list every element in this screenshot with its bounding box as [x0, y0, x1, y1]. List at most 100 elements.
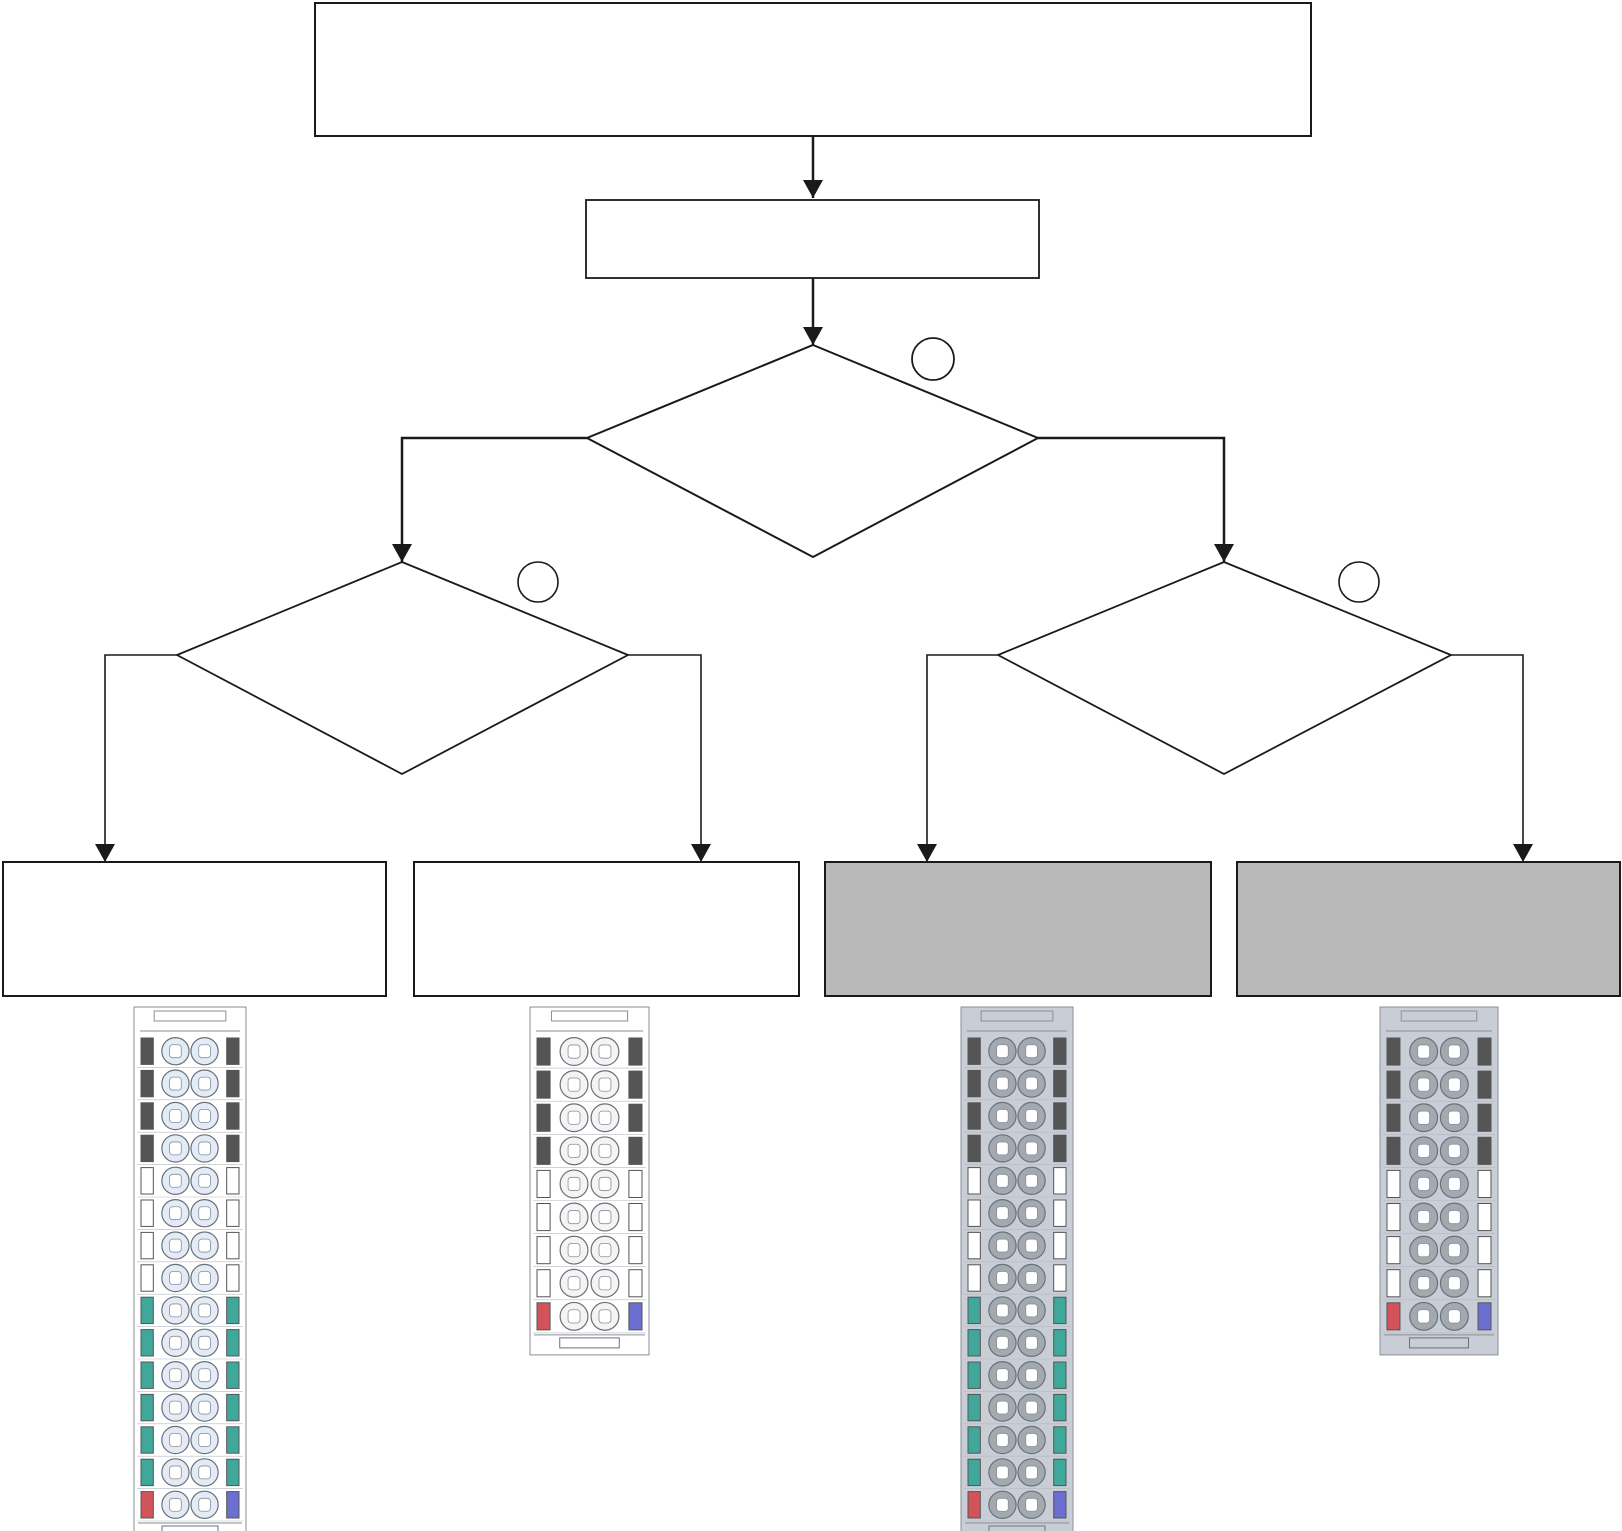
terminal-cell-slot	[1025, 1044, 1038, 1059]
terminal-cell-slot	[567, 1143, 581, 1158]
terminal-contact-left	[140, 1199, 154, 1227]
terminal-contact-right	[1053, 1426, 1067, 1454]
terminal-cell-slot	[996, 1141, 1009, 1156]
terminal-cell-slot	[567, 1243, 581, 1258]
terminal-cell-slot	[996, 1335, 1009, 1350]
terminal-cell-slot	[169, 1433, 182, 1447]
terminal-cell-slot	[996, 1465, 1009, 1480]
decision-main-marker-circle	[911, 337, 955, 381]
decision-right	[995, 561, 1454, 776]
terminal-cell-slot	[996, 1109, 1009, 1123]
terminal-cell-slot	[1417, 1243, 1431, 1258]
arrowhead-icon	[1214, 544, 1234, 562]
terminal-contact-right	[1053, 1458, 1067, 1487]
terminal-contact-left	[967, 1102, 981, 1130]
terminal-cell-slot	[1447, 1276, 1461, 1291]
terminal-cell-slot	[198, 1173, 211, 1188]
terminal-contact-left	[967, 1134, 981, 1163]
decision-left	[174, 561, 631, 776]
terminal-contact-right	[628, 1169, 643, 1199]
terminal-contact-right	[1053, 1361, 1067, 1389]
terminal-contact-left	[1386, 1103, 1401, 1132]
terminal-contact-right	[628, 1136, 643, 1165]
terminal-contact-left	[140, 1231, 154, 1260]
terminal-footer-latch	[988, 1525, 1046, 1531]
terminal-cell-slot	[198, 1271, 211, 1285]
result-box-3	[824, 861, 1212, 997]
terminal-cell-slot	[996, 1206, 1009, 1221]
terminal-cell-slot	[1025, 1076, 1038, 1091]
terminal-cell-slot	[198, 1238, 211, 1253]
terminal-cell-slot	[198, 1044, 211, 1059]
terminal-contact-left	[536, 1103, 551, 1132]
terminal-contact-left	[967, 1264, 981, 1292]
terminal-contact-right	[1477, 1302, 1492, 1331]
terminal-contact-left	[536, 1236, 551, 1265]
terminal-cell-slot	[996, 1433, 1009, 1447]
arrowhead-icon	[95, 844, 115, 862]
terminal-contact-right	[226, 1458, 240, 1487]
arrowhead-icon	[803, 327, 823, 345]
terminal-contact-left	[140, 1264, 154, 1292]
terminal-contact-right	[1477, 1103, 1492, 1132]
terminal-contact-left	[1386, 1269, 1401, 1298]
terminal-cell-slot	[567, 1309, 581, 1324]
terminal-cell-slot	[598, 1176, 612, 1191]
terminal-contact-left	[140, 1426, 154, 1454]
terminal-contact-right	[226, 1167, 240, 1195]
terminal-contact-right	[1053, 1296, 1067, 1325]
terminal-header-bracket	[550, 1010, 629, 1022]
terminal-contact-left	[967, 1199, 981, 1227]
terminal-cell-slot	[169, 1368, 182, 1383]
decision-left-marker-circle	[517, 561, 559, 603]
terminal-cell-slot	[996, 1271, 1009, 1285]
terminal-cell-slot	[198, 1433, 211, 1447]
terminal-contact-right	[226, 1329, 240, 1357]
terminal-contact-left	[967, 1491, 981, 1519]
terminal-block-illustration-4	[1379, 1006, 1499, 1356]
terminal-contact-left	[1386, 1070, 1401, 1099]
terminal-contact-right	[1053, 1329, 1067, 1357]
terminal-cell-slot	[198, 1109, 211, 1123]
terminal-cell-slot	[567, 1044, 581, 1059]
terminal-contact-right	[226, 1491, 240, 1519]
terminal-contact-left	[967, 1296, 981, 1325]
terminal-contact-right	[1053, 1199, 1067, 1227]
terminal-contact-left	[967, 1231, 981, 1260]
terminal-cell-slot	[198, 1303, 211, 1318]
terminal-contact-right	[628, 1103, 643, 1132]
terminal-contact-left	[140, 1458, 154, 1487]
top-box	[314, 2, 1312, 137]
branch-right-left	[926, 654, 998, 862]
terminal-contact-left	[967, 1361, 981, 1389]
terminal-cell-slot	[996, 1238, 1009, 1253]
terminal-cell-slot	[567, 1210, 581, 1225]
terminal-cell-slot	[598, 1110, 612, 1125]
terminal-contact-left	[140, 1329, 154, 1357]
terminal-contact-right	[226, 1199, 240, 1227]
terminal-contact-right	[1477, 1136, 1492, 1165]
terminal-cell-slot	[1025, 1173, 1038, 1188]
terminal-cell-slot	[1025, 1497, 1038, 1512]
terminal-cell-slot	[169, 1238, 182, 1253]
terminal-cell-slot	[567, 1176, 581, 1191]
terminal-contact-right	[1053, 1231, 1067, 1260]
terminal-cell-slot	[169, 1497, 182, 1512]
terminal-contact-left	[967, 1037, 981, 1065]
terminal-contact-left	[967, 1069, 981, 1098]
terminal-contact-left	[1386, 1203, 1401, 1232]
decision-right-marker-circle	[1338, 561, 1380, 603]
terminal-contact-left	[536, 1269, 551, 1298]
terminal-cell-slot	[198, 1335, 211, 1350]
terminal-cell-slot	[1447, 1309, 1461, 1324]
terminal-cell-slot	[1025, 1335, 1038, 1350]
terminal-cell-slot	[198, 1465, 211, 1480]
terminal-cell-slot	[598, 1077, 612, 1092]
terminal-cell-slot	[996, 1173, 1009, 1188]
terminal-cell-slot	[598, 1243, 612, 1258]
terminal-contact-left	[1386, 1136, 1401, 1165]
terminal-cell-slot	[1417, 1044, 1431, 1059]
terminal-contact-right	[628, 1203, 643, 1232]
terminal-cell-slot	[1025, 1109, 1038, 1123]
